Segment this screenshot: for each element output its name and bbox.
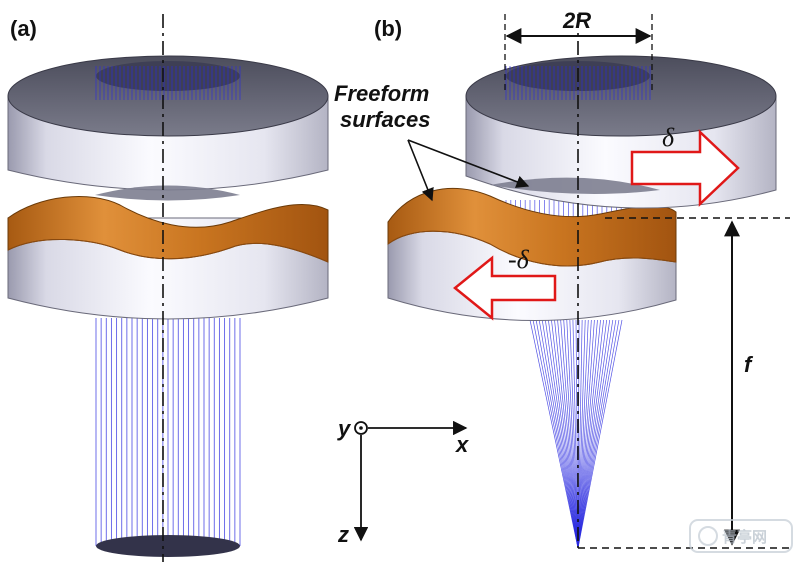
panel-b-label: (b) (374, 16, 402, 41)
ray-line (577, 319, 623, 549)
ray-line (535, 319, 579, 549)
axis-x-label: x (455, 432, 469, 457)
ray-line (577, 319, 617, 549)
panel-a (7, 14, 329, 562)
ray-line (569, 319, 579, 549)
ray-line (544, 319, 579, 549)
ray-line (551, 319, 579, 549)
ray-line (577, 319, 601, 549)
watermark-text: 青亭网 (722, 528, 767, 546)
delta-arrow-right (630, 129, 740, 207)
ray-line (577, 319, 620, 549)
ray-line (577, 319, 614, 549)
collimated-beam-rays (95, 318, 241, 546)
panel-a-label: (a) (10, 16, 37, 41)
ray-line (563, 319, 579, 549)
freeform-label: Freeform surfaces (334, 81, 435, 132)
upper-lens-a (7, 55, 329, 201)
delta-arrow-left (453, 255, 557, 321)
ray-line (541, 319, 579, 549)
panel-b: 2R δ -δ f Freeform surfaces (334, 8, 790, 549)
ray-line (548, 319, 579, 549)
ray-line (577, 319, 589, 549)
coordinate-axes: x y z (337, 416, 469, 547)
axis-z-label: z (337, 522, 349, 547)
ray-line (577, 319, 586, 549)
neg-delta-label: -δ (508, 245, 530, 274)
ray-line (557, 319, 579, 549)
delta-label: δ (662, 123, 675, 152)
ray-line (577, 319, 592, 549)
ray-line (572, 319, 579, 549)
ray-line (529, 319, 579, 549)
ray-line (577, 319, 598, 549)
y-axis-out-of-page-icon (354, 421, 368, 435)
freeform-pointer-1 (407, 139, 434, 202)
lower-lens-b (387, 188, 677, 321)
ray-line (577, 319, 608, 549)
ray-line (532, 319, 579, 549)
lower-lens-a (7, 196, 329, 320)
ray-line (554, 319, 579, 549)
freeform-pointer-2 (407, 139, 530, 188)
focal-length-label: f (744, 352, 754, 377)
watermark-logo: 青亭网 (689, 519, 793, 553)
beam-cross-section (96, 535, 240, 557)
aperture-rays-a (95, 66, 241, 100)
logo-icon (698, 526, 718, 546)
axis-y-label: y (337, 416, 352, 441)
ray-line (538, 319, 579, 549)
ray-line (560, 319, 579, 549)
ray-line (577, 319, 611, 549)
ray-line (566, 319, 579, 549)
upper-lens-b (465, 55, 777, 209)
ray-line (577, 319, 604, 549)
ray-line (577, 319, 595, 549)
diameter-label: 2R (562, 8, 591, 33)
aperture-rays-b (505, 66, 651, 100)
